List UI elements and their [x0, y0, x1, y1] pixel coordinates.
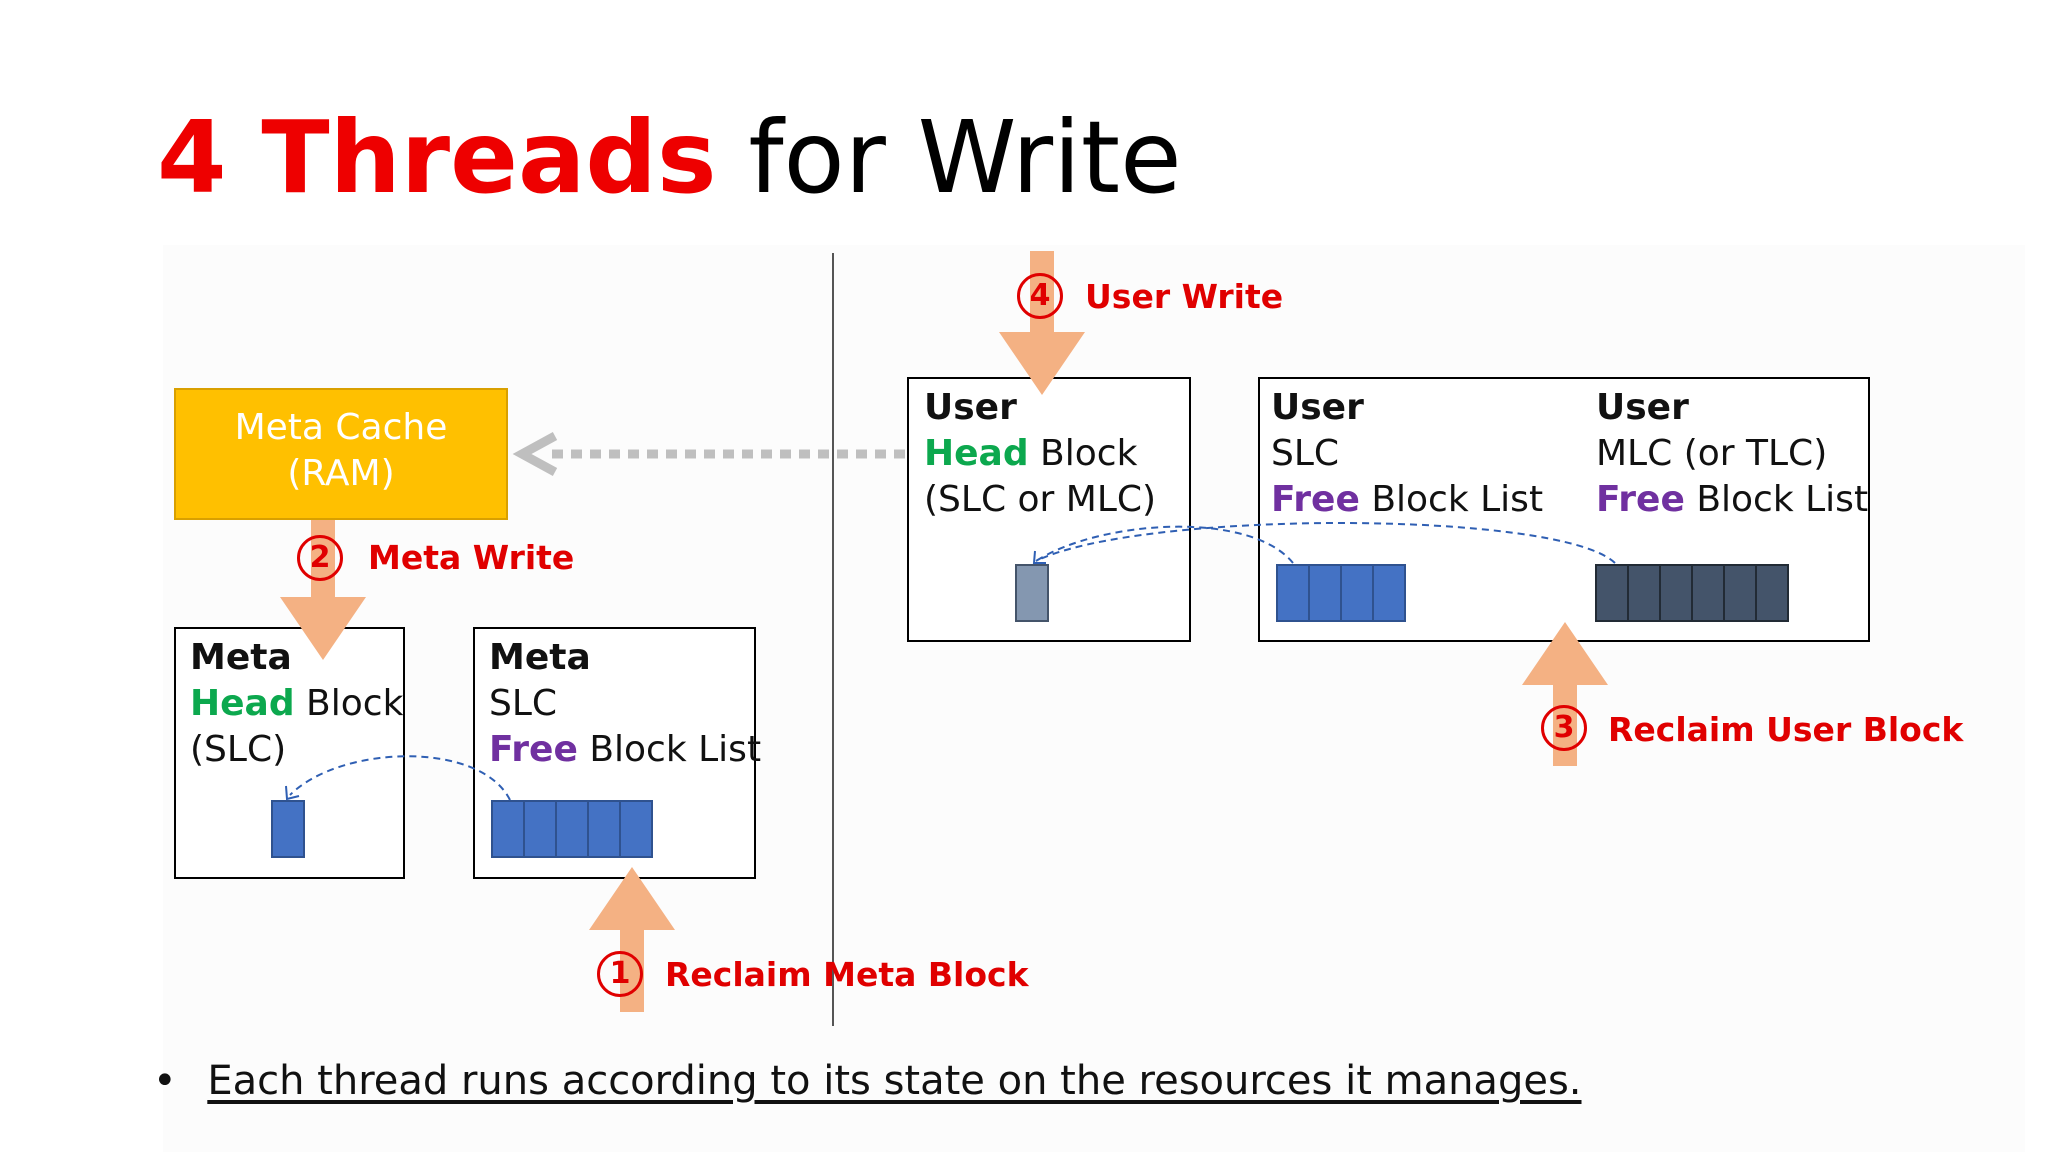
user-mlc-free-text: User MLC (or TLC) Free Block List: [1596, 385, 1868, 523]
meta-head-block-head: Head: [190, 683, 295, 724]
user-write-arrow: [999, 251, 1085, 395]
reclaim-user-arrow: [1522, 622, 1608, 766]
thread-2-number: 2: [297, 535, 343, 581]
meta-slc-free-free: Free: [489, 729, 578, 770]
meta-slc-cell-2: [523, 800, 557, 858]
user-slc-cell-4: [1372, 564, 1406, 622]
meta-slc-free-rest: Block List: [577, 729, 762, 770]
meta-alloc-arrowhead: [285, 785, 300, 801]
meta-cache-line1: Meta Cache: [234, 407, 448, 448]
user-slc-cell-3: [1340, 564, 1374, 622]
user-slc-cell-1: [1276, 564, 1310, 622]
user-slc-free-rest: Block List: [1359, 479, 1544, 520]
user-head-block-text: User Head Block (SLC or MLC): [924, 385, 1156, 523]
user-mlc-cell-3: [1659, 564, 1693, 622]
thread-1-number: 1: [597, 951, 643, 997]
user-mlc-cell-4: [1691, 564, 1725, 622]
user-head-block-head: Head: [924, 433, 1029, 474]
user-mlc-free-free: Free: [1596, 479, 1685, 520]
thread-4-label: User Write: [1085, 277, 1284, 316]
user-slc-free-line2: SLC: [1271, 433, 1340, 474]
meta-slc-free-cells: [491, 800, 653, 858]
meta-head-block-block: Block: [294, 683, 404, 724]
meta-write-arrow: [280, 520, 366, 660]
user-head-block-line1: User: [924, 387, 1017, 428]
bullet-symbol: •: [153, 1058, 177, 1104]
user-head-block-block: Block: [1028, 433, 1138, 474]
user-slc-alloc-curve: [1035, 525, 1294, 564]
user-mlc-cell-6: [1755, 564, 1789, 622]
meta-alloc-curve: [289, 755, 511, 801]
meta-cache-line2: (RAM): [287, 453, 395, 494]
meta-slc-cell-4: [587, 800, 621, 858]
title-highlight: 4 Threads: [157, 99, 717, 216]
user-mlc-free-line1: User: [1596, 387, 1689, 428]
user-mlc-free-rest: Block List: [1684, 479, 1869, 520]
user-mlc-cell-1: [1595, 564, 1629, 622]
meta-slc-free-text: Meta SLC Free Block List: [489, 635, 761, 773]
user-slc-free-text: User SLC Free Block List: [1271, 385, 1543, 523]
meta-slc-free-line2: SLC: [489, 683, 558, 724]
user-mlc-alloc-curve: [1035, 522, 1616, 564]
bullet-item: • Each thread runs according to its stat…: [153, 1058, 1582, 1104]
meta-cache-box: Meta Cache (RAM): [174, 388, 508, 520]
meta-slc-cell-5: [619, 800, 653, 858]
title-rest: for Write: [716, 99, 1182, 216]
user-mlc-cell-5: [1723, 564, 1757, 622]
user-head-block-line3: (SLC or MLC): [924, 479, 1157, 520]
meta-slc-cell-1: [491, 800, 525, 858]
slide-title: 4 Threads for Write: [157, 108, 1182, 208]
user-alloc-arrowhead: [1032, 550, 1046, 564]
meta-slc-free-line1: Meta: [489, 637, 591, 678]
thread-3-label: Reclaim User Block: [1608, 710, 1964, 749]
thread-2-label: Meta Write: [368, 538, 575, 577]
meta-cache-arrowhead: [512, 432, 558, 476]
user-mlc-free-cells: [1595, 564, 1789, 622]
thread-3-number: 3: [1541, 705, 1587, 751]
bullet-text: Each thread runs according to its state …: [207, 1058, 1582, 1104]
user-slc-free-free: Free: [1271, 479, 1360, 520]
user-slc-free-line1: User: [1271, 387, 1364, 428]
thread-1-label: Reclaim Meta Block: [665, 955, 1029, 994]
user-slc-cell-2: [1308, 564, 1342, 622]
user-mlc-free-line2: MLC (or TLC): [1596, 433, 1828, 474]
user-head-block-cell: [1015, 564, 1049, 622]
user-mlc-cell-2: [1627, 564, 1661, 622]
thread-4-number: 4: [1017, 273, 1063, 319]
meta-head-block-line3: (SLC): [190, 729, 287, 770]
user-slc-free-cells: [1276, 564, 1406, 622]
reclaim-meta-arrow: [589, 867, 675, 1012]
meta-head-block-line1: Meta: [190, 637, 292, 678]
meta-head-block-text: Meta Head Block (SLC): [190, 635, 403, 773]
meta-head-block-cell: [271, 800, 305, 858]
meta-slc-cell-3: [555, 800, 589, 858]
